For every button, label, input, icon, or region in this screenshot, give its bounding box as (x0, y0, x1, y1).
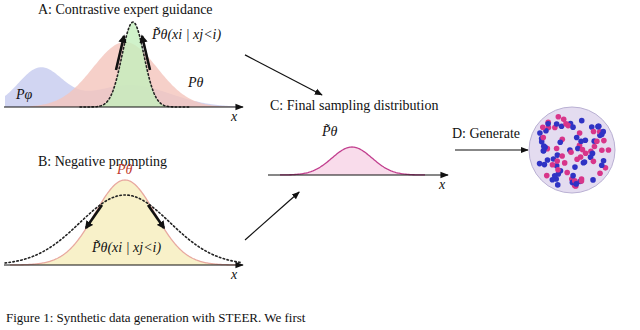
sample-dot (599, 162, 605, 168)
sample-dot (579, 178, 585, 184)
sample-dot (559, 153, 565, 159)
sample-dot (592, 144, 598, 150)
sample-dot (541, 148, 547, 154)
flow-arrow (455, 149, 528, 150)
sample-dot (573, 181, 579, 187)
panel: A: Contrastive expert guidance (0, 0, 245, 122)
sample-dot (554, 158, 560, 164)
sample-dot (537, 161, 543, 167)
flow-arrow (245, 55, 322, 95)
sample-dot (570, 173, 576, 179)
sample-dot (580, 147, 586, 153)
sample-dot (556, 114, 562, 120)
sample-dot (555, 167, 561, 173)
math-label: P̃θ(xi | xj<i) (92, 240, 161, 256)
final-curve-outline (280, 147, 425, 175)
math-label: Pθ (188, 75, 203, 91)
math-label: Pφ (16, 87, 32, 103)
sample-dot (550, 162, 556, 168)
sample-dot (591, 159, 597, 165)
sample-dot (555, 152, 561, 158)
sample-dot (599, 132, 605, 138)
panel-title: B: Negative prompting (38, 154, 167, 170)
negative-curve-outline (5, 195, 240, 263)
shift-arrow (142, 36, 150, 70)
sample-dot (606, 147, 612, 153)
axis-label: x (231, 109, 237, 125)
sample-dot (582, 159, 588, 165)
sample-dot (568, 149, 574, 155)
sample-dot (540, 135, 546, 141)
math-label: P̃θ(xi | xj<i) (152, 27, 221, 43)
sample-dot (564, 170, 570, 176)
sample-dot (591, 129, 597, 135)
sample-dot (565, 123, 571, 129)
sample-dot (601, 138, 607, 144)
sample-dot (557, 139, 563, 145)
sample-dot (595, 124, 601, 130)
sample-dot (550, 177, 556, 183)
sample-dot (574, 157, 580, 163)
model-curve-fill (10, 180, 240, 265)
math-label: P̃θ (322, 124, 337, 140)
sample-dot (583, 138, 589, 144)
sample-circle: D: Generate (528, 106, 616, 194)
sample-dot (541, 143, 547, 149)
sample-dot (597, 170, 603, 176)
negative-curve-fill (5, 195, 240, 265)
model-curve-outline (10, 180, 240, 265)
sample-dot (594, 138, 600, 144)
shift-arrow (116, 36, 124, 70)
shift-arrow (148, 205, 164, 228)
sample-dot (596, 123, 602, 129)
sample-dot (554, 146, 560, 152)
axis (4, 106, 243, 107)
panel-title: A: Contrastive expert guidance (38, 2, 213, 18)
axis-label: x (439, 177, 445, 193)
sample-dot (555, 182, 561, 188)
sample-dot (572, 164, 578, 170)
sample-dot (544, 173, 550, 179)
final-curve-fill (280, 147, 425, 175)
sample-dot (599, 147, 605, 153)
panel: C: Final sampling distribution (265, 95, 455, 192)
sample-dot (590, 151, 596, 157)
sample-dot (540, 125, 546, 131)
sample-dot (545, 157, 551, 163)
sample-dot (577, 130, 583, 136)
panel-title: D: Generate (452, 126, 520, 142)
math-label: Pθ (117, 162, 132, 178)
sample-dot (595, 124, 601, 130)
sample-dot (545, 121, 551, 127)
axis (268, 174, 448, 175)
sample-disc (529, 107, 615, 193)
sample-dot (574, 135, 580, 141)
sample-dot (541, 148, 547, 154)
circle-shape (528, 106, 616, 194)
flow-arrow (245, 192, 299, 240)
caption: Figure 1: Synthetic data generation with… (6, 310, 305, 325)
sample-dot (570, 124, 576, 130)
sample-dot (554, 121, 560, 127)
panel-title: C: Final sampling distribution (270, 98, 438, 114)
sample-dot (562, 160, 568, 166)
sample-dot (579, 118, 585, 124)
sample-dot (537, 130, 543, 136)
sample-dot (590, 177, 596, 183)
shift-arrow (86, 205, 102, 228)
axis (4, 264, 243, 265)
axis-label: x (231, 267, 237, 283)
